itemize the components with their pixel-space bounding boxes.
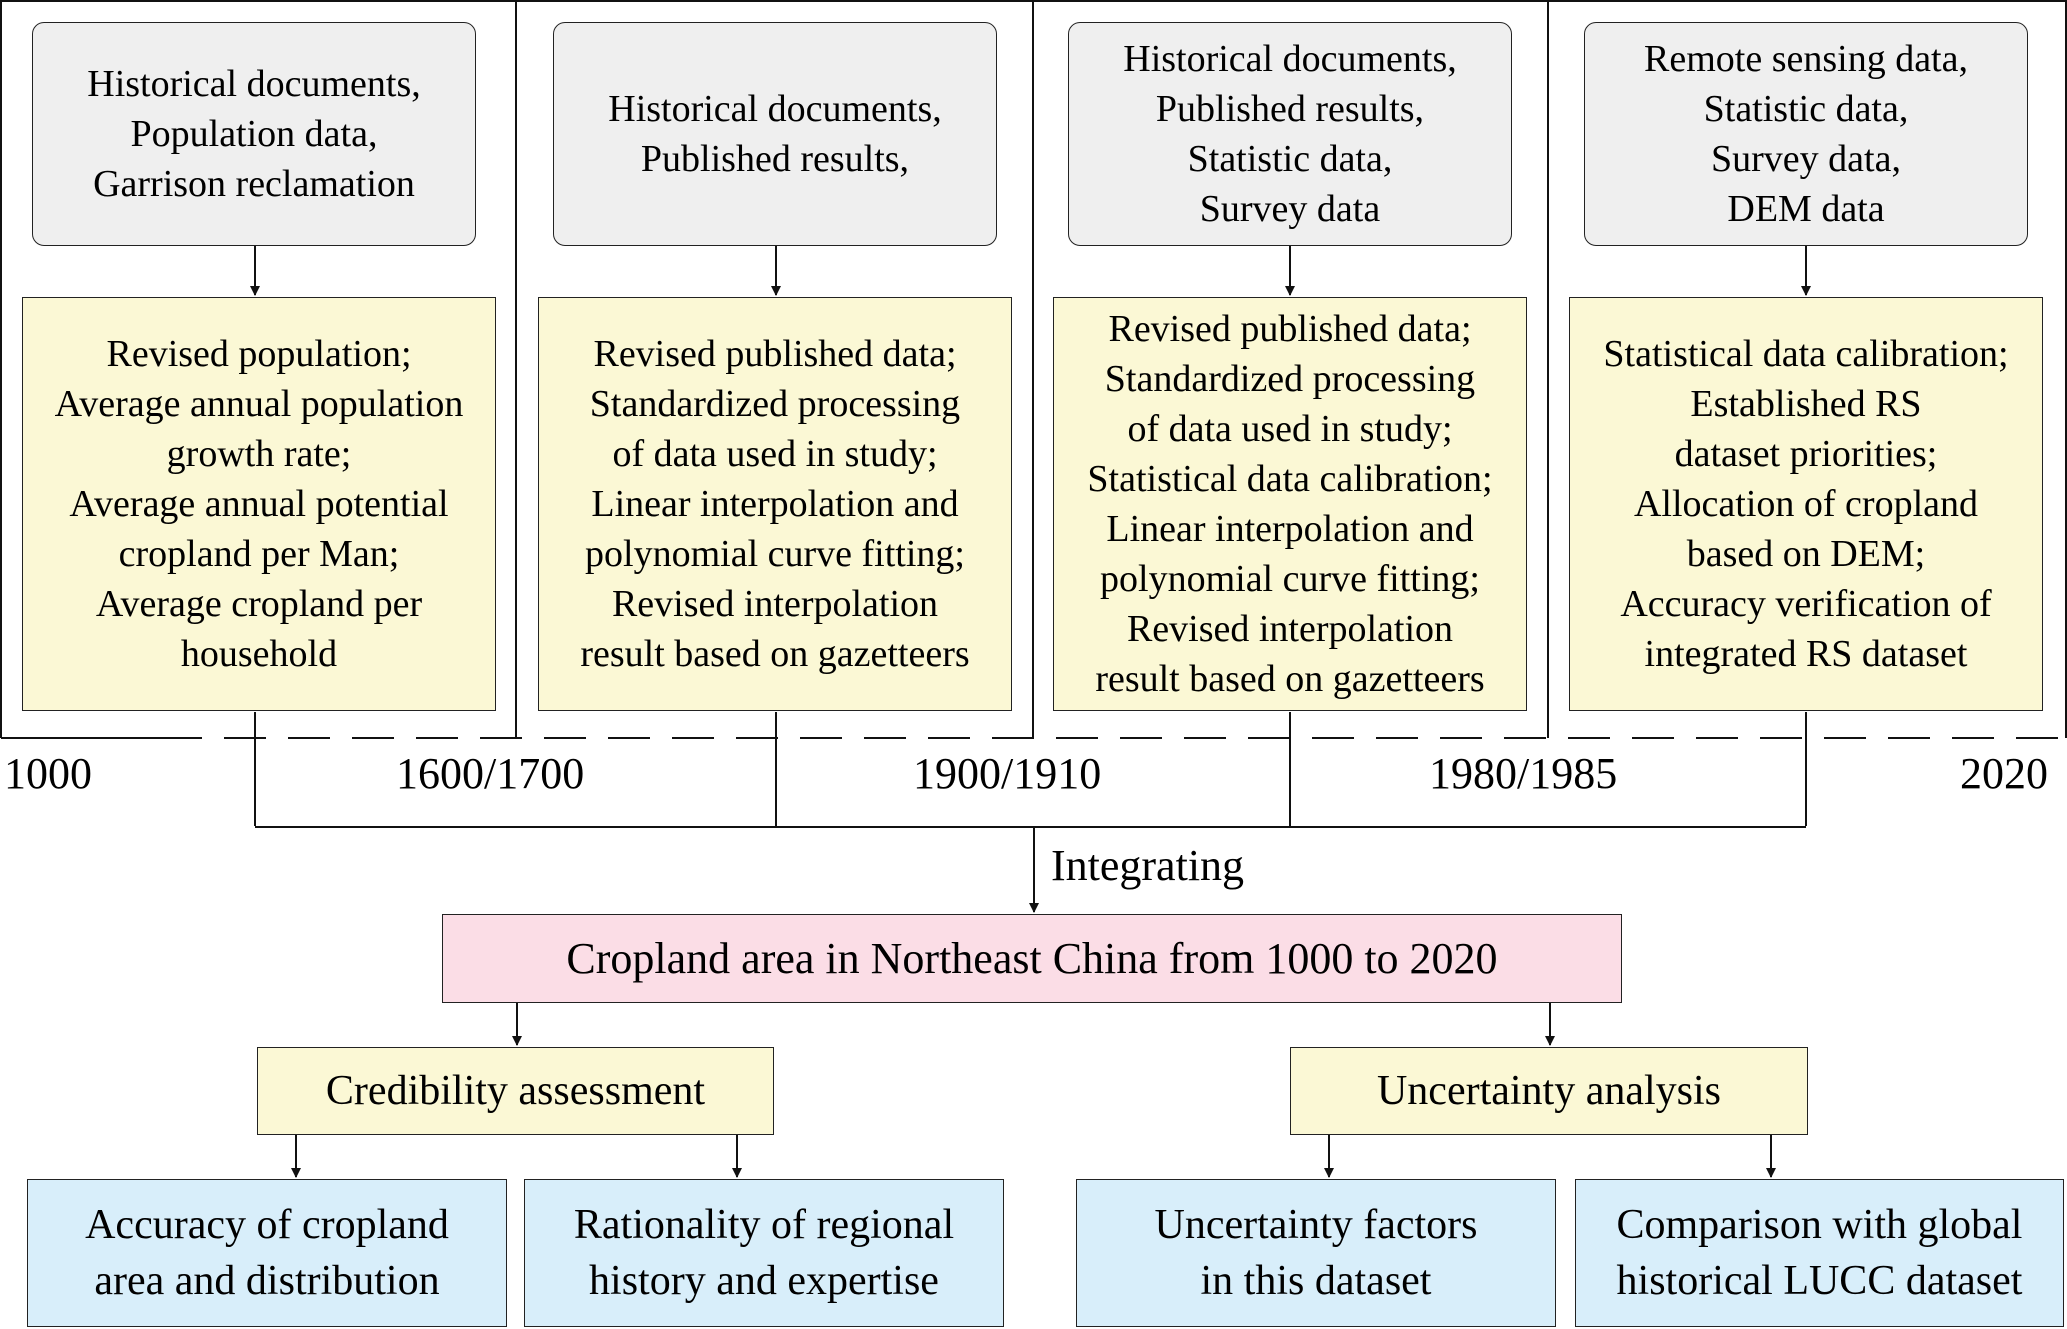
process-line: Linear interpolation and [591,483,959,525]
process-line: based on DEM; [1686,533,1926,575]
process-line: integrated RS dataset [1644,633,1968,675]
credibility-leaf-2: Rationality of regional history and expe… [524,1179,1004,1327]
source-box-3: Historical documents, Published results,… [1068,22,1512,246]
uncertainty-box: Uncertainty analysis [1290,1047,1808,1135]
source-line: Historical documents, [1123,38,1457,80]
source-line: Published results, [640,138,910,180]
uncertainty-leaf-2: Comparison with global historical LUCC d… [1575,1179,2064,1327]
leaf-line: Uncertainty factors [1154,1202,1478,1248]
process-line: result based on gazetteers [1095,658,1485,700]
source-line: Garrison reclamation [93,163,415,205]
leaf-line: area and distribution [94,1258,440,1304]
source-line: Historical documents, [87,63,421,105]
process-box-2: Revised published data; Standardized pro… [538,297,1012,711]
process-line: Revised interpolation [611,583,939,625]
process-line: Accuracy verification of [1620,583,1992,625]
leaf-line: in this dataset [1200,1258,1432,1304]
process-line: Statistical data calibration; [1087,458,1493,500]
leaf-line: historical LUCC dataset [1616,1258,2023,1304]
process-line: of data used in study; [1127,408,1453,450]
credibility-box: Credibility assessment [257,1047,774,1135]
process-line: of data used in study; [612,433,938,475]
uncertainty-leaf-1: Uncertainty factors in this dataset [1076,1179,1556,1327]
leaf-line: Comparison with global [1616,1202,2023,1248]
process-box-3: Revised published data; Standardized pro… [1053,297,1527,711]
leaf-line: Rationality of regional [573,1202,955,1248]
process-box-1: Revised population; Average annual popul… [22,297,496,711]
credibility-title: Credibility assessment [325,1068,706,1114]
process-line: Average annual population [54,383,464,425]
source-line: Survey data [1199,188,1381,230]
timeline-label-4: 1980/1985 [1429,749,1618,798]
source-line: Remote sensing data, [1644,38,1968,80]
leaf-line: Accuracy of cropland [85,1202,449,1248]
timeline-label-3: 1900/1910 [913,749,1102,798]
process-line: Allocation of cropland [1633,483,1978,525]
source-line: Historical documents, [608,88,942,130]
source-line: Statistic data, [1187,138,1393,180]
timeline-label-start: 1000 [4,749,92,798]
source-line: Published results, [1155,88,1425,130]
process-line: Average cropland per [95,583,423,625]
process-line: Linear interpolation and [1106,508,1474,550]
leaf-line: history and expertise [589,1258,939,1304]
process-line: polynomial curve fitting; [585,533,965,575]
process-line: Revised published data; [593,333,957,375]
process-box-4: Statistical data calibration; Establishe… [1569,297,2043,711]
process-line: polynomial curve fitting; [1100,558,1480,600]
process-line: dataset priorities; [1674,433,1938,475]
process-line: household [180,633,338,675]
source-line: Survey data, [1711,138,1901,180]
process-line: result based on gazetteers [580,633,970,675]
source-box-4: Remote sensing data, Statistic data, Sur… [1584,22,2028,246]
process-line: cropland per Man; [118,533,400,575]
timeline-label-end: 2020 [1960,749,2048,798]
timeline-label-2: 1600/1700 [396,749,585,798]
credibility-leaf-1: Accuracy of cropland area and distributi… [27,1179,507,1327]
source-line: Population data, [130,113,378,155]
process-line: Standardized processing [1104,358,1476,400]
process-line: Revised interpolation [1126,608,1454,650]
source-line: DEM data [1727,188,1885,230]
result-title: Cropland area in Northeast China from 10… [566,933,1498,983]
source-box-1: Historical documents, Population data, G… [32,22,476,246]
process-line: Standardized processing [589,383,961,425]
uncertainty-title: Uncertainty analysis [1376,1068,1722,1114]
source-line: Statistic data, [1703,88,1909,130]
process-line: Average annual potential [69,483,449,525]
process-line: growth rate; [166,433,352,475]
result-box: Cropland area in Northeast China from 10… [442,914,1622,1003]
source-box-2: Historical documents, Published results, [553,22,997,246]
process-line: Revised published data; [1108,308,1472,350]
integrating-label: Integrating [1051,841,1245,890]
process-line: Established RS [1690,383,1922,425]
process-line: Statistical data calibration; [1603,333,2009,375]
process-line: Revised population; [106,333,412,375]
